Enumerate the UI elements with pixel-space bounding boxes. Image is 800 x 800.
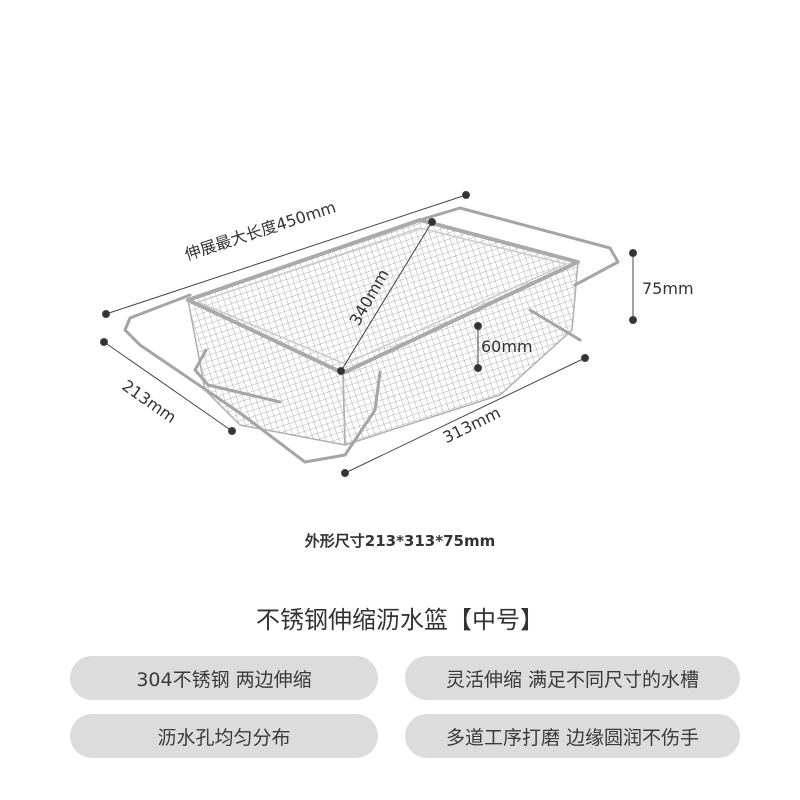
product-illustration: 伸展最大长度450mm 75mm 60mm 340mm 213mm 313mm xyxy=(100,191,694,477)
width-label: 213mm xyxy=(118,376,179,427)
basket-drawing xyxy=(123,206,620,464)
depth-label: 60mm xyxy=(481,337,533,356)
feature-pill: 304不锈钢 两边伸缩 xyxy=(70,656,378,700)
product-title: 不锈钢伸缩沥水篮【中号】 xyxy=(256,606,544,634)
dimension-lines xyxy=(100,191,637,477)
feature-pill: 多道工序打磨 边缘圆润不伤手 xyxy=(405,714,740,758)
feature-pill: 沥水孔均匀分布 xyxy=(70,714,378,758)
outer-size-spec: 外形尺寸213*313*75mm xyxy=(304,532,496,550)
feature-pill: 灵活伸缩 满足不同尺寸的水槽 xyxy=(405,656,740,700)
height-label: 75mm xyxy=(642,279,694,298)
